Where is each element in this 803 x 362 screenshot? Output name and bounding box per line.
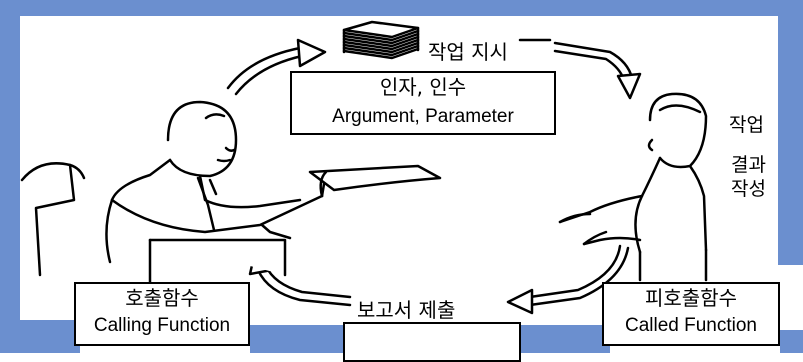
calling-function-korean-label: 호출함수 xyxy=(125,286,199,310)
frame-border-left xyxy=(0,0,20,353)
frame-border-right xyxy=(778,0,803,265)
frame-border-left-lower xyxy=(0,275,8,353)
frame-border-bottom-left xyxy=(0,320,80,353)
side-label-work: 작업 xyxy=(729,114,764,136)
illustration xyxy=(20,20,708,315)
arrow-top-left xyxy=(226,38,327,96)
frame-border-bottom-right xyxy=(780,330,803,353)
argument-parameter-box: 인자, 인수 Argument, Parameter xyxy=(290,71,556,135)
callee-person-illustration xyxy=(558,92,708,282)
argument-english-label: Argument, Parameter xyxy=(332,106,514,127)
arrow-bottom-right xyxy=(506,244,630,315)
called-function-english-label: Called Function xyxy=(624,315,758,336)
side-label-write: 작성 xyxy=(731,178,766,200)
report-document-box xyxy=(343,322,521,362)
called-function-box: 피호출함수 Called Function xyxy=(602,282,780,346)
paper-stack-icon xyxy=(342,20,420,60)
calling-function-box: 호출함수 Calling Function xyxy=(74,282,250,346)
frame-border-bottom-mid2 xyxy=(520,325,610,353)
calling-function-english-label: Calling Function xyxy=(93,315,231,336)
side-label-result: 결과 xyxy=(731,154,766,176)
called-function-korean-label: 피호출함수 xyxy=(645,286,737,310)
frame-border-top xyxy=(0,0,803,16)
frame-border-bottom-mid xyxy=(250,325,345,353)
report-submit-label: 보고서 제출 xyxy=(357,298,456,322)
caller-person-illustration xyxy=(20,100,442,287)
work-order-label: 작업 지시 xyxy=(428,40,508,64)
argument-korean-label: 인자, 인수 xyxy=(379,75,467,99)
arrow-top-right xyxy=(553,41,642,100)
